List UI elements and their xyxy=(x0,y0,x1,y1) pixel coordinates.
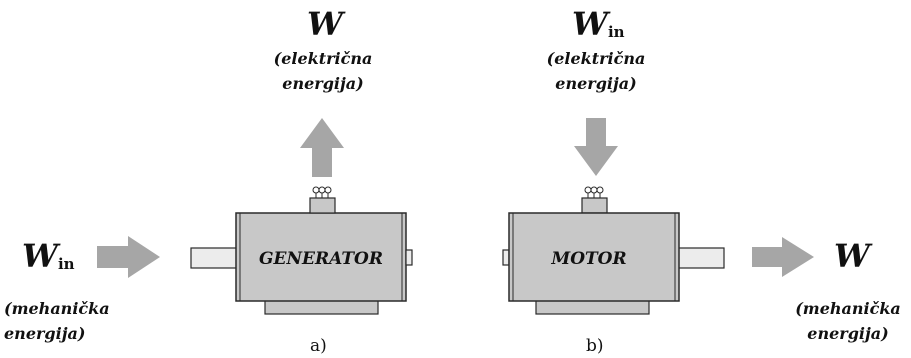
motor-terminals xyxy=(584,186,604,198)
motor-output-arrow xyxy=(752,237,814,277)
generator-input-arrow xyxy=(97,236,160,278)
motor-output-note-line2: energija) xyxy=(807,324,889,343)
generator-shaft xyxy=(190,247,240,269)
generator-output-arrow xyxy=(300,118,344,177)
motor-output-note: (mehanička energija) xyxy=(788,296,908,346)
motor-body xyxy=(508,212,680,302)
motor-caption: b) xyxy=(586,336,604,356)
generator-machine-label: GENERATOR xyxy=(259,249,383,269)
generator-input-note-line1: (mehanička xyxy=(4,299,110,318)
motor-machine-label: MOTOR xyxy=(550,249,626,269)
motor-input-arrow xyxy=(574,118,618,176)
motor-input-subscript: in xyxy=(607,23,625,41)
generator-body xyxy=(235,212,407,302)
generator-output-symbol: W xyxy=(307,5,343,43)
generator-terminal-box xyxy=(309,197,336,214)
generator-input-note-line2: energija) xyxy=(4,324,86,343)
motor-input-symbol: Win xyxy=(572,5,625,43)
motor-output-note-line1: (mehanička xyxy=(795,299,901,318)
generator-output-note-line1: (električna xyxy=(273,49,373,68)
motor-input-note-line1: (električna xyxy=(546,49,646,68)
motor-input-note-line2: energija) xyxy=(555,74,637,93)
motor-shaft xyxy=(675,247,725,269)
generator-output-note: (električna energija) xyxy=(258,46,388,96)
generator-input-symbol: Win xyxy=(22,237,75,275)
generator-end-stub xyxy=(405,249,413,266)
motor-output-symbol: W xyxy=(834,237,870,275)
generator-terminals xyxy=(312,186,332,198)
generator-input-subscript: in xyxy=(57,255,75,273)
generator-caption: a) xyxy=(310,336,327,356)
generator-input-note: (mehanička energija) xyxy=(4,296,110,346)
motor-end-stub xyxy=(502,249,510,266)
motor-input-note: (električna energija) xyxy=(531,46,661,96)
motor-terminal-box xyxy=(581,197,608,214)
generator-output-note-line2: energija) xyxy=(282,74,364,93)
